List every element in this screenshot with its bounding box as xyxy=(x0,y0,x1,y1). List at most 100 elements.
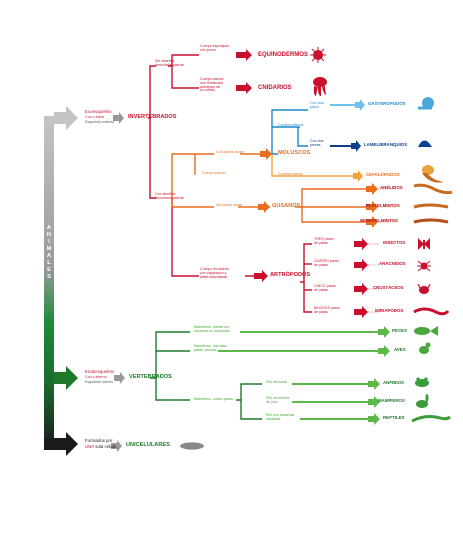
mamiferos-label: MAMÍFEROS xyxy=(378,398,405,403)
sin-partes-duras-label: Sin partes duras xyxy=(216,203,243,207)
insectos-label: INSECTOS xyxy=(383,240,406,245)
lizard-icon xyxy=(411,415,451,423)
paramecium-icon xyxy=(180,442,204,450)
cefalopodos-arrow xyxy=(353,170,363,182)
cefalopodos-label: CEFALÓPODOS xyxy=(366,172,400,177)
snail-icon xyxy=(418,97,434,110)
spider-icon xyxy=(417,260,431,272)
letter: L xyxy=(47,260,51,266)
exoesqueleto-line2: Esqueleto externo xyxy=(85,120,114,124)
gasteropodos-arrow xyxy=(355,99,365,111)
animales-label: A N I M A L E S xyxy=(44,225,54,281)
concha-interna-label: Concha interna xyxy=(278,172,303,176)
letter: N xyxy=(46,232,52,238)
vertebrados-arrows xyxy=(368,326,390,425)
endoesqueleto-arrow xyxy=(54,366,78,390)
letter: A xyxy=(46,225,52,231)
nematelmintos-label: NEMATELMINTOS xyxy=(360,218,398,223)
sola-celula: sola célula xyxy=(94,444,116,449)
worm-icons xyxy=(413,183,453,224)
unicelular-line1: Formados por xyxy=(85,438,113,443)
lamelibranquios-label: LAMELIBRANQUIOS xyxy=(364,142,408,147)
invertebrados-arrows xyxy=(236,49,368,318)
vertebrados-label: VERTEBRADOS xyxy=(129,374,172,380)
letter: E xyxy=(47,267,51,273)
animales-stem xyxy=(44,116,54,450)
endoesqueleto-line1: Con o interno xyxy=(85,375,107,379)
platelmintos-label: PLATELMINTOS xyxy=(366,203,400,208)
arrow-invertebrados xyxy=(113,112,124,124)
aves-label: AVES xyxy=(394,347,406,352)
cnidarios-label: CNIDARIOS xyxy=(258,85,292,91)
frog-icon xyxy=(415,377,429,387)
endoesqueleto-line2: Esqueleto interno xyxy=(85,380,113,384)
peces-label: PECES xyxy=(392,328,407,333)
lamelibranquios-arrow xyxy=(351,140,361,152)
equinodermo-icon xyxy=(310,47,326,63)
anelidos-label: ANÉLIDOS xyxy=(380,185,403,190)
vertebrados-branches xyxy=(150,331,262,420)
una-word: UNA xyxy=(85,444,95,449)
concha-externa-label: Concha externa xyxy=(278,123,304,127)
anfibios-label: ANFIBIOS xyxy=(383,380,404,385)
arrow-unicelulares xyxy=(111,440,122,452)
octopus-icon xyxy=(422,165,444,183)
letter: I xyxy=(48,239,50,245)
partes-duras-label: Con partes duras xyxy=(216,150,244,154)
aracnidos-label: ARÁCNIDOS xyxy=(379,261,406,266)
bird-icon xyxy=(419,342,431,354)
endoesqueleto-title: Endoesqueleto xyxy=(85,369,115,374)
equinodermos-label: EQUINODERMOS xyxy=(258,52,309,58)
miriapodos-label: MIRIÁPODOS xyxy=(375,308,404,313)
crab-icon xyxy=(417,283,431,294)
artropodos-dotted xyxy=(368,243,380,313)
centipede-icon xyxy=(413,307,450,316)
orange-branches xyxy=(171,153,368,223)
fish-icon xyxy=(414,326,438,336)
crustaceos-label: CRUSTÁCEOS xyxy=(373,285,404,290)
cefalopodos-branch xyxy=(271,154,355,177)
letter: S xyxy=(47,274,51,280)
butterfly-icon xyxy=(418,238,430,250)
gusanos-dotted xyxy=(378,188,396,223)
alas-label: Mamíferos, dos alas,patas, plumas xyxy=(194,344,228,352)
unicelular-line2: UNA sola célula xyxy=(85,444,116,450)
gusanos-label: GUSANOS xyxy=(272,203,301,209)
unicelular-arrow xyxy=(44,432,78,456)
rabbit-icon xyxy=(416,394,429,408)
letter: A xyxy=(46,253,52,259)
reptiles-label: REPTILES xyxy=(383,415,405,420)
unicelulares-label: UNICELULARES xyxy=(126,442,170,448)
arrow-vertebrados xyxy=(114,372,125,384)
moluscos-branches xyxy=(271,109,308,155)
gusanos-arrows xyxy=(258,148,378,228)
invertebrados-label: INVERTEBRADOS xyxy=(128,114,177,120)
cuerpo-blando-label: Cuerpo blando xyxy=(202,171,226,175)
cnidario-icon xyxy=(313,77,327,96)
cuatro-patas-label: Mamíferos, cuatro patas xyxy=(194,397,233,401)
moluscos-label: MOLUSCOS xyxy=(278,150,311,156)
piel-desnuda-label: Piel desnuda xyxy=(266,380,287,384)
vertebrados-lines xyxy=(218,331,380,420)
letter: M xyxy=(46,246,52,252)
gasteropodos-label: GASTERÓPODOS xyxy=(368,101,406,106)
artropodos-label: ARTRÓPODOS xyxy=(270,272,311,278)
exoesqueleto-line1: Con o fuera xyxy=(85,115,104,119)
clam-icon xyxy=(418,140,432,147)
exoesqueleto-title: Exoesqueleto xyxy=(85,109,112,114)
